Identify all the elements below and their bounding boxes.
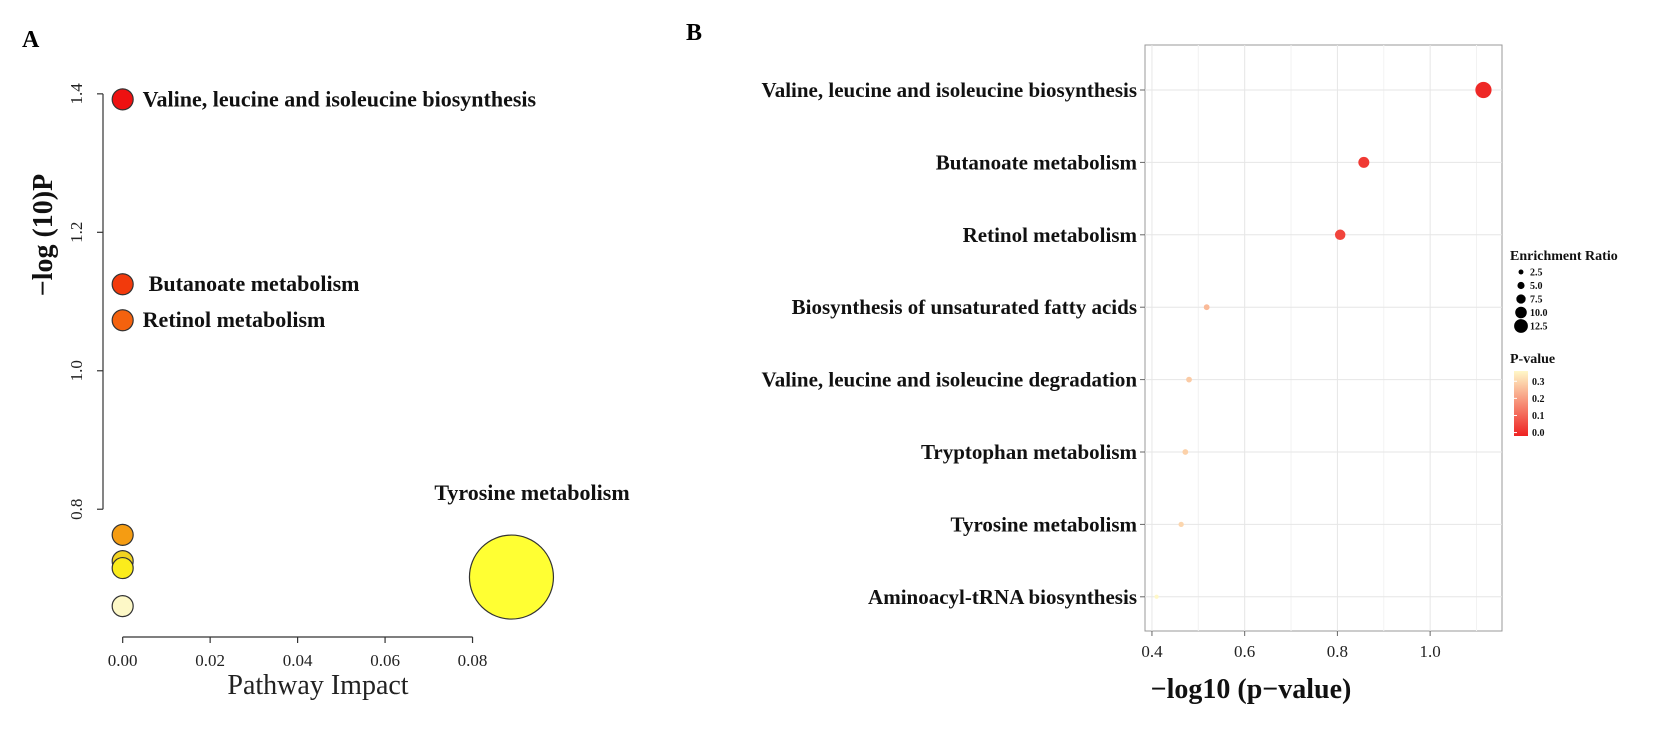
panel-b-point	[1334, 229, 1346, 241]
panel-b-point	[1182, 449, 1189, 455]
size-legend-label: 12.5	[1530, 322, 1548, 333]
panel-a-point	[111, 273, 134, 296]
panel-a-point	[111, 523, 134, 546]
panel-b-point	[1475, 81, 1492, 99]
size-legend-key	[1518, 269, 1524, 275]
color-legend-label: 0.2	[1532, 394, 1545, 405]
panel-a-points	[111, 88, 555, 620]
color-legend-title: P-value	[1510, 352, 1555, 367]
panel-a-point	[111, 309, 134, 332]
size-legend-key	[1517, 281, 1525, 290]
panel-b-category-label: Butanoate metabolism	[936, 150, 1138, 174]
color-legend-label: 0.0	[1532, 428, 1545, 439]
panel-b-letter: B	[686, 20, 702, 46]
panel-b-point	[1203, 304, 1210, 311]
panel-b-point	[1154, 594, 1159, 599]
panel-b-point	[1358, 156, 1370, 168]
panel-b-category-label: Tyrosine metabolism	[951, 512, 1138, 536]
panel-b-plot-frame	[1144, 44, 1503, 632]
panel-a-point	[111, 88, 134, 111]
panel-b: B Valine, leucine and isoleucine biosynt…	[686, 20, 1618, 705]
size-legend-key	[1514, 319, 1528, 333]
panel-b-category-label: Aminoacyl-tRNA biosynthesis	[868, 585, 1137, 609]
panel-a-y-tick-label: 1.4	[67, 83, 86, 105]
panel-a-letter: A	[22, 27, 40, 53]
panel-a-x-ticks: 0.00 0.02 0.04 0.06 0.08	[108, 637, 488, 670]
panel-a-point	[468, 534, 555, 620]
panel-b-x-axis-label: −log10 (p−value)	[1151, 674, 1352, 705]
size-legend-label: 2.5	[1530, 268, 1543, 279]
panel-b-points	[1154, 81, 1492, 599]
panel-b-category-label: Biosynthesis of unsaturated fatty acids	[792, 295, 1137, 319]
panel-a-point-label: Retinol metabolism	[143, 307, 326, 332]
color-legend: P-value 0.3 0.2 0.1 0.0	[1510, 352, 1555, 439]
panel-a-point	[111, 595, 134, 618]
panel-a-y-tick-label: 0.8	[67, 499, 86, 520]
panel-a: A 0.8 1.0 1.2 1.4 0.00 0.02 0.04 0.06 0.08 Vali…	[22, 27, 630, 701]
panel-a-point-label: Tyrosine metabolism	[434, 480, 629, 505]
panel-a-point-label: Butanoate metabolism	[149, 271, 360, 296]
color-legend-label: 0.1	[1532, 411, 1545, 422]
panel-a-x-tick-label: 0.08	[458, 651, 488, 670]
panel-a-point	[111, 556, 134, 580]
panel-b-category-label: Retinol metabolism	[963, 223, 1138, 247]
size-legend-key	[1516, 294, 1526, 304]
panel-a-y-tick-label: 1.0	[67, 360, 86, 381]
panel-b-category-label: Valine, leucine and isoleucine degradati…	[761, 368, 1137, 392]
panel-a-x-axis-label: Pathway Impact	[227, 670, 408, 701]
color-legend-label: 0.3	[1532, 377, 1545, 388]
panel-a-x-tick-label: 0.06	[370, 651, 400, 670]
panel-b-point	[1186, 376, 1192, 383]
panel-b-x-tick-label: 0.6	[1234, 642, 1255, 661]
size-legend-label: 5.0	[1530, 281, 1543, 292]
panel-a-annotations: Valine, leucine and isoleucine biosynthe…	[143, 86, 630, 505]
panel-a-y-axis-label: −log (10)P	[28, 174, 59, 297]
panel-b-category-label: Tryptophan metabolism	[921, 440, 1138, 464]
panel-b-plot-area	[1144, 44, 1503, 632]
size-legend: Enrichment Ratio 2.5 5.0 7.5 10.0 12.5	[1510, 249, 1618, 333]
panel-b-category-labels: Valine, leucine and isoleucine biosynthe…	[761, 78, 1145, 609]
panel-a-y-tick-label: 1.2	[67, 222, 86, 243]
size-legend-key	[1515, 306, 1527, 319]
size-legend-title: Enrichment Ratio	[1510, 249, 1618, 264]
panel-a-x-tick-label: 0.02	[195, 651, 225, 670]
size-legend-label: 10.0	[1530, 308, 1548, 319]
panel-b-x-tick-label: 0.4	[1141, 642, 1163, 661]
color-legend-bar	[1514, 371, 1528, 436]
panel-a-x-tick-label: 0.00	[108, 651, 138, 670]
panel-a-axes	[102, 93, 473, 638]
size-legend-label: 7.5	[1530, 295, 1543, 306]
panel-b-point	[1178, 521, 1184, 528]
panel-a-x-tick-label: 0.04	[283, 651, 313, 670]
panel-b-category-label: Valine, leucine and isoleucine biosynthe…	[761, 78, 1137, 102]
panel-b-x-tick-label: 1.0	[1420, 642, 1441, 661]
panel-a-y-ticks: 0.8 1.0 1.2 1.4	[67, 83, 103, 520]
panel-b-x-ticks: 0.4 0.6 0.8 1.0	[1141, 631, 1441, 661]
panel-a-point-label: Valine, leucine and isoleucine biosynthe…	[143, 86, 537, 111]
panel-b-x-tick-label: 0.8	[1327, 642, 1348, 661]
